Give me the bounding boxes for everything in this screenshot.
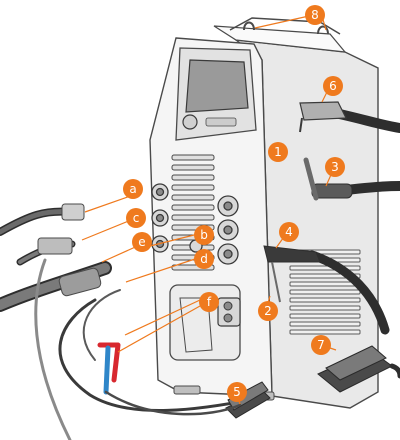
- svg-text:a: a: [129, 182, 136, 196]
- callout-3: 3: [325, 157, 345, 177]
- svg-text:5: 5: [233, 385, 241, 399]
- mig-torch-icon: [299, 101, 400, 133]
- svg-text:6: 6: [329, 79, 337, 93]
- callout-c: c: [126, 208, 146, 228]
- front-grille: [171, 154, 215, 271]
- svg-text:8: 8: [311, 8, 319, 22]
- front-sockets: [151, 183, 239, 265]
- svg-text:d: d: [200, 252, 208, 266]
- lifting-eyes-icon: [243, 21, 329, 35]
- tig-torch-icon: [303, 157, 400, 201]
- foot-pedal-icon: [317, 345, 400, 393]
- svg-text:3: 3: [331, 160, 339, 174]
- control-knob: [182, 114, 198, 130]
- callout-2: 2: [258, 301, 278, 321]
- stick-electrode-holder-icon: [263, 245, 390, 335]
- side-vents: [289, 249, 361, 335]
- callout-a: a: [123, 179, 143, 199]
- svg-text:f: f: [207, 295, 212, 309]
- callout-7: 7: [311, 335, 331, 355]
- svg-text:b: b: [200, 228, 208, 242]
- callout-4: 4: [279, 222, 299, 242]
- callout-d: d: [194, 249, 214, 269]
- svg-text:4: 4: [285, 225, 293, 239]
- callout-8: 8: [305, 5, 325, 25]
- welding-machine-icon: [149, 17, 379, 409]
- callout-6: 6: [323, 76, 343, 96]
- svg-text:c: c: [133, 211, 140, 225]
- svg-text:7: 7: [317, 338, 325, 352]
- callout-e: e: [132, 232, 152, 252]
- remote-clamp-icon: [97, 342, 242, 416]
- ground-clamp-icon: [225, 381, 271, 419]
- svg-text:e: e: [138, 235, 145, 249]
- svg-text:2: 2: [264, 304, 272, 318]
- control-display: [185, 59, 249, 113]
- callout-markers: 8 6 1 3 4 2 7 5 a c e b d f: [123, 5, 345, 402]
- callout-f: f: [199, 292, 219, 312]
- svg-text:1: 1: [274, 145, 282, 159]
- callout-b: b: [194, 225, 214, 245]
- callout-5: 5: [227, 382, 247, 402]
- callout-1: 1: [268, 142, 288, 162]
- left-cable-bundle: [0, 203, 262, 440]
